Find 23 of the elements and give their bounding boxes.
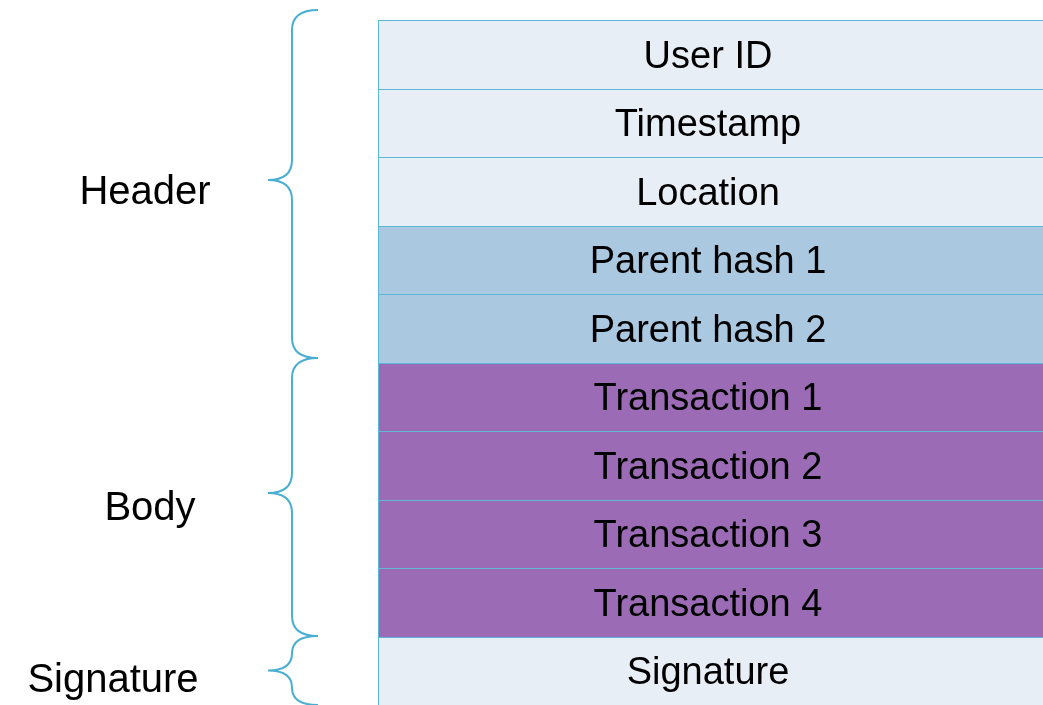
section-label: Signature (27, 655, 199, 701)
row-text: Transaction 1 (593, 376, 823, 419)
row-text: Signature (626, 650, 790, 693)
section-label: Header (79, 167, 211, 213)
section-label: Body (104, 483, 196, 529)
table-row (378, 294, 1043, 364)
table-row (378, 362, 1043, 433)
table-row (378, 568, 1043, 638)
table-row (378, 499, 1043, 570)
table-row (378, 20, 1043, 90)
row-text: Transaction 3 (593, 513, 823, 556)
row-text: Transaction 2 (593, 444, 823, 488)
table-row (378, 88, 1043, 159)
row-text: User ID (643, 33, 773, 77)
table-row (378, 157, 1043, 227)
row-text: Parent hash 1 (589, 239, 827, 282)
row-text: Parent hash 2 (589, 307, 827, 351)
row-text: Location (636, 170, 780, 214)
table-row (378, 431, 1043, 501)
row-text: Transaction 4 (593, 581, 823, 625)
table-row (378, 225, 1043, 296)
table-row (378, 636, 1043, 705)
row-text: Timestamp (614, 102, 802, 145)
